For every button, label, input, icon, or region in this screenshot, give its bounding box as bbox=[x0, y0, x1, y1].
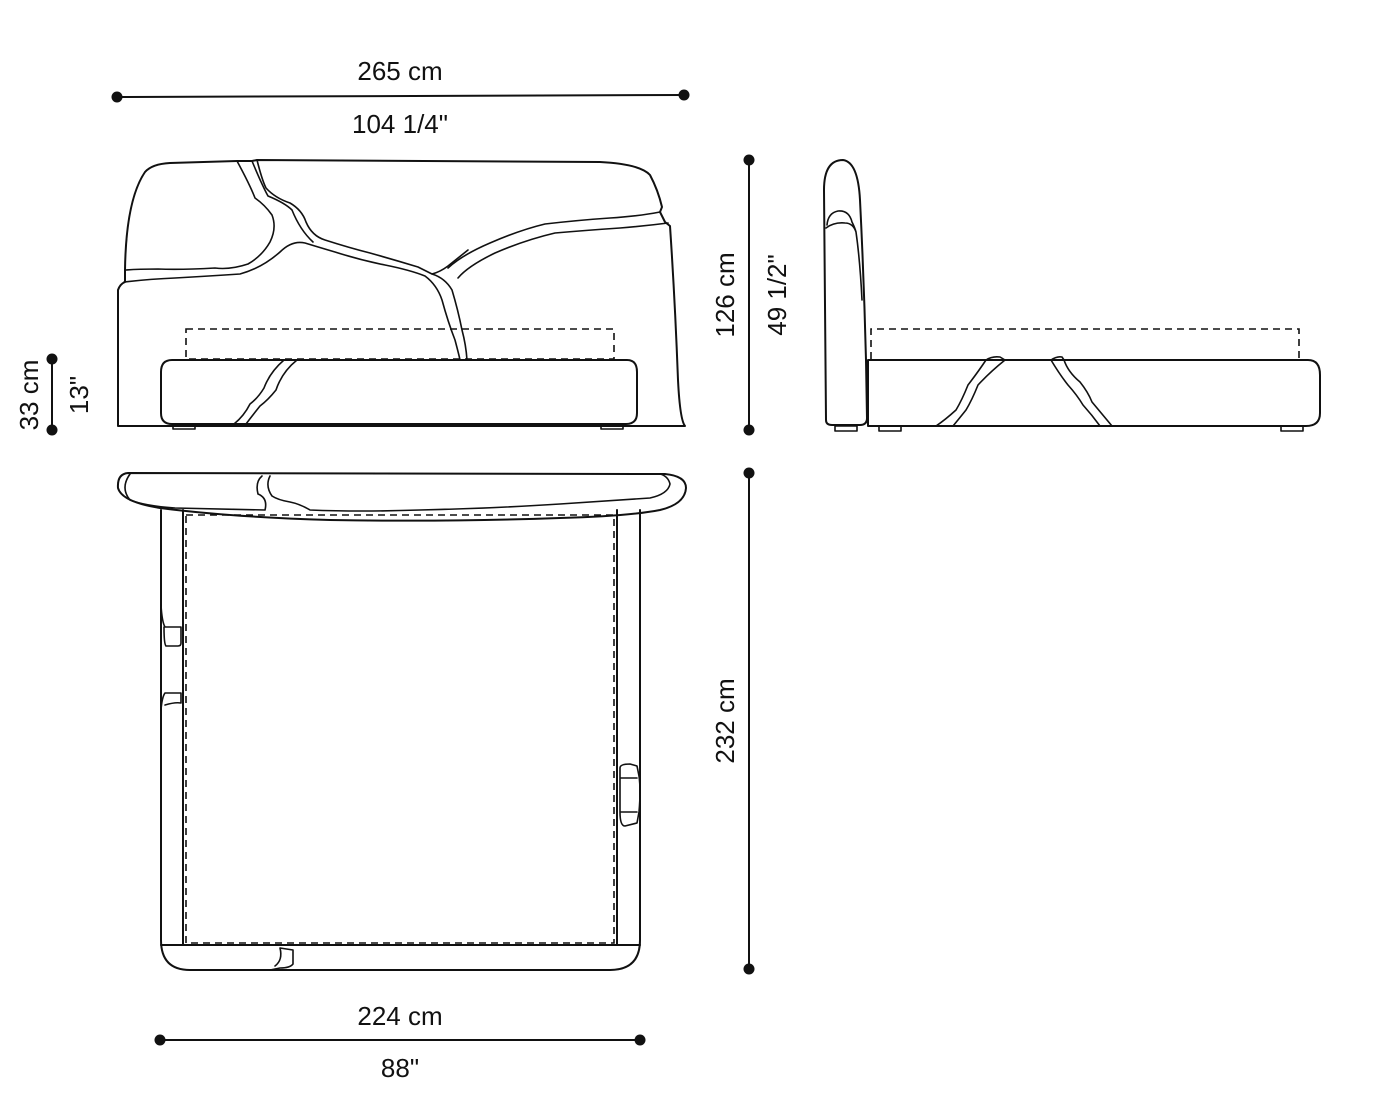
dimension-overall-width: 265 cm 104 1/4" bbox=[111, 56, 690, 139]
side-headboard-cushion bbox=[825, 210, 863, 301]
plan-headboard-cushion bbox=[124, 473, 267, 511]
dimension-endpoint-dot bbox=[743, 963, 755, 975]
dimension-base-width: 224 cm 88" bbox=[154, 1001, 646, 1083]
overall-width-line bbox=[116, 94, 685, 98]
plan-side-seam bbox=[160, 692, 182, 711]
headboard-seam bbox=[123, 241, 461, 361]
overall-height-imperial-label: 49 1/2" bbox=[762, 254, 792, 336]
side-base-seam bbox=[935, 359, 1006, 427]
base-width-imperial-label: 88" bbox=[381, 1053, 419, 1083]
headboard-cushion-top-left bbox=[125, 160, 275, 271]
side-base-seam bbox=[1050, 359, 1113, 427]
dimension-endpoint-dot bbox=[154, 1034, 166, 1046]
dimension-endpoint-dot bbox=[111, 91, 123, 103]
bed-foot bbox=[878, 425, 902, 432]
headboard-seam bbox=[431, 273, 468, 361]
dimension-overall-height: 126 cm 49 1/2" bbox=[710, 154, 792, 436]
front-elevation-view bbox=[117, 159, 686, 430]
base-height-metric-label: 33 cm bbox=[14, 360, 44, 431]
side-headboard bbox=[823, 159, 868, 426]
base-height-imperial-label: 13" bbox=[64, 376, 94, 414]
plan-side-seam bbox=[619, 763, 641, 827]
dimension-endpoint-dot bbox=[743, 154, 755, 166]
plan-headboard bbox=[116, 472, 687, 522]
bed-foot bbox=[172, 423, 196, 430]
side-base-seam bbox=[985, 356, 1065, 361]
bed-base bbox=[160, 359, 638, 425]
headboard-outline bbox=[117, 159, 686, 427]
dimension-endpoint-dot bbox=[46, 424, 58, 436]
plan-bed-frame bbox=[160, 509, 641, 971]
headboard-seam bbox=[457, 222, 669, 279]
overall-width-metric-label: 265 cm bbox=[357, 56, 442, 86]
plan-side-seam bbox=[160, 604, 182, 647]
plan-foot-seam bbox=[269, 947, 294, 971]
side-elevation-view bbox=[823, 159, 1321, 432]
overall-width-imperial-label: 104 1/4" bbox=[352, 109, 448, 139]
dimension-endpoint-dot bbox=[46, 353, 58, 365]
bed-foot bbox=[834, 425, 858, 432]
side-bed-base bbox=[867, 359, 1321, 427]
plan-headboard-cushion bbox=[267, 473, 671, 512]
base-width-metric-label: 224 cm bbox=[357, 1001, 442, 1031]
bed-foot bbox=[600, 423, 624, 430]
plan-mattress-outline-dashed bbox=[185, 514, 615, 944]
bed-foot bbox=[1280, 425, 1304, 432]
headboard-seam bbox=[251, 159, 314, 243]
base-seam bbox=[233, 359, 298, 425]
dimension-base-height: 33 cm 13" bbox=[14, 353, 94, 436]
overall-length-metric-label: 232 cm bbox=[710, 678, 740, 763]
side-mattress-outline-dashed bbox=[870, 328, 1300, 359]
headboard-seam bbox=[256, 159, 469, 275]
dimension-endpoint-dot bbox=[678, 89, 690, 101]
plan-top-view bbox=[116, 472, 687, 971]
dimension-endpoint-dot bbox=[634, 1034, 646, 1046]
dimension-overall-length: 232 cm bbox=[710, 467, 755, 975]
overall-height-metric-label: 126 cm bbox=[710, 252, 740, 337]
dimension-endpoint-dot bbox=[743, 424, 755, 436]
mattress-outline-dashed bbox=[185, 328, 615, 360]
dimension-endpoint-dot bbox=[743, 467, 755, 479]
headboard-seam bbox=[447, 211, 661, 269]
